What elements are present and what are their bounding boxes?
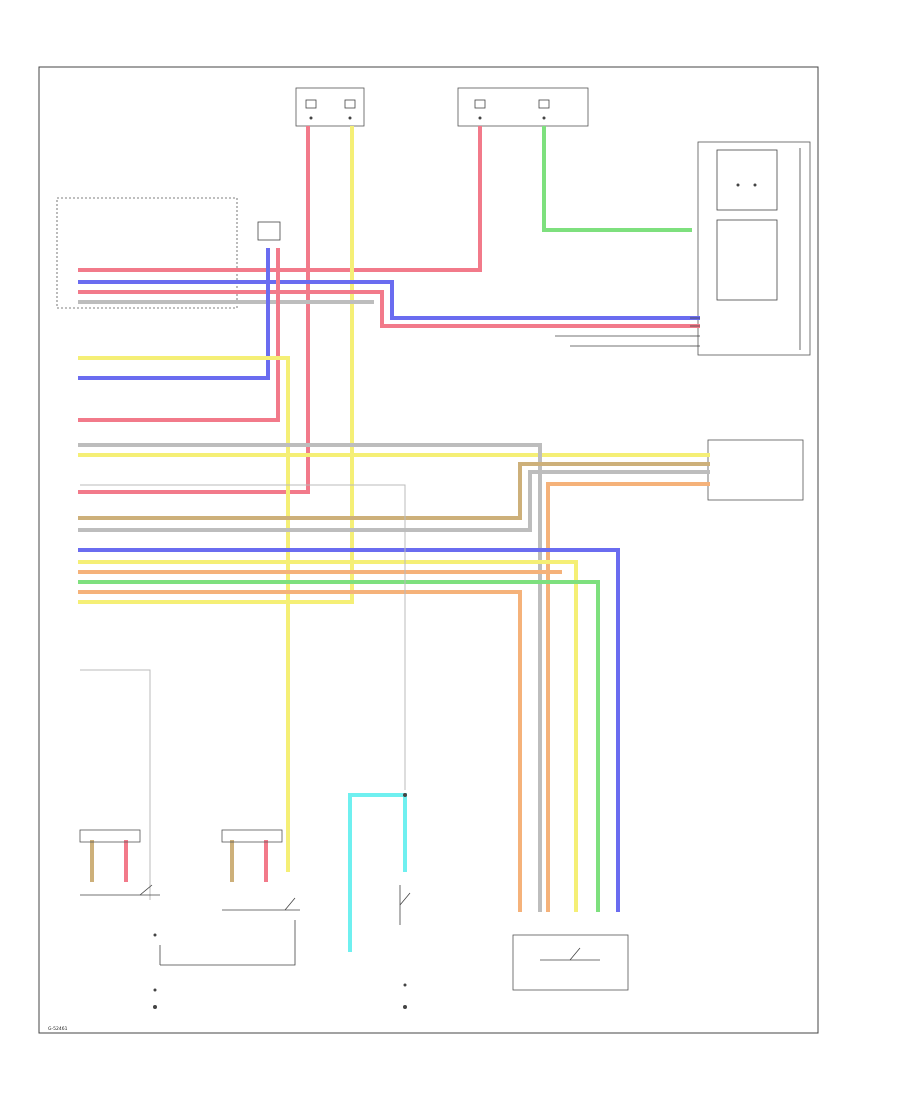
module-pins — [555, 317, 700, 347]
splice-dots — [286, 183, 482, 872]
switch-left — [79, 829, 160, 992]
switch-middle — [221, 829, 300, 911]
fuse-box-left — [295, 87, 365, 127]
right-connector-block — [707, 439, 804, 501]
footer-code: G-52461 — [48, 1026, 68, 1032]
switch-center — [399, 885, 411, 987]
left-connector-module — [56, 197, 281, 309]
ground-symbols — [153, 1005, 407, 1009]
instrument-module — [697, 141, 811, 356]
fuse-box-right — [457, 87, 589, 127]
diagram-frame — [38, 66, 819, 1034]
switch-right-box — [512, 934, 629, 991]
